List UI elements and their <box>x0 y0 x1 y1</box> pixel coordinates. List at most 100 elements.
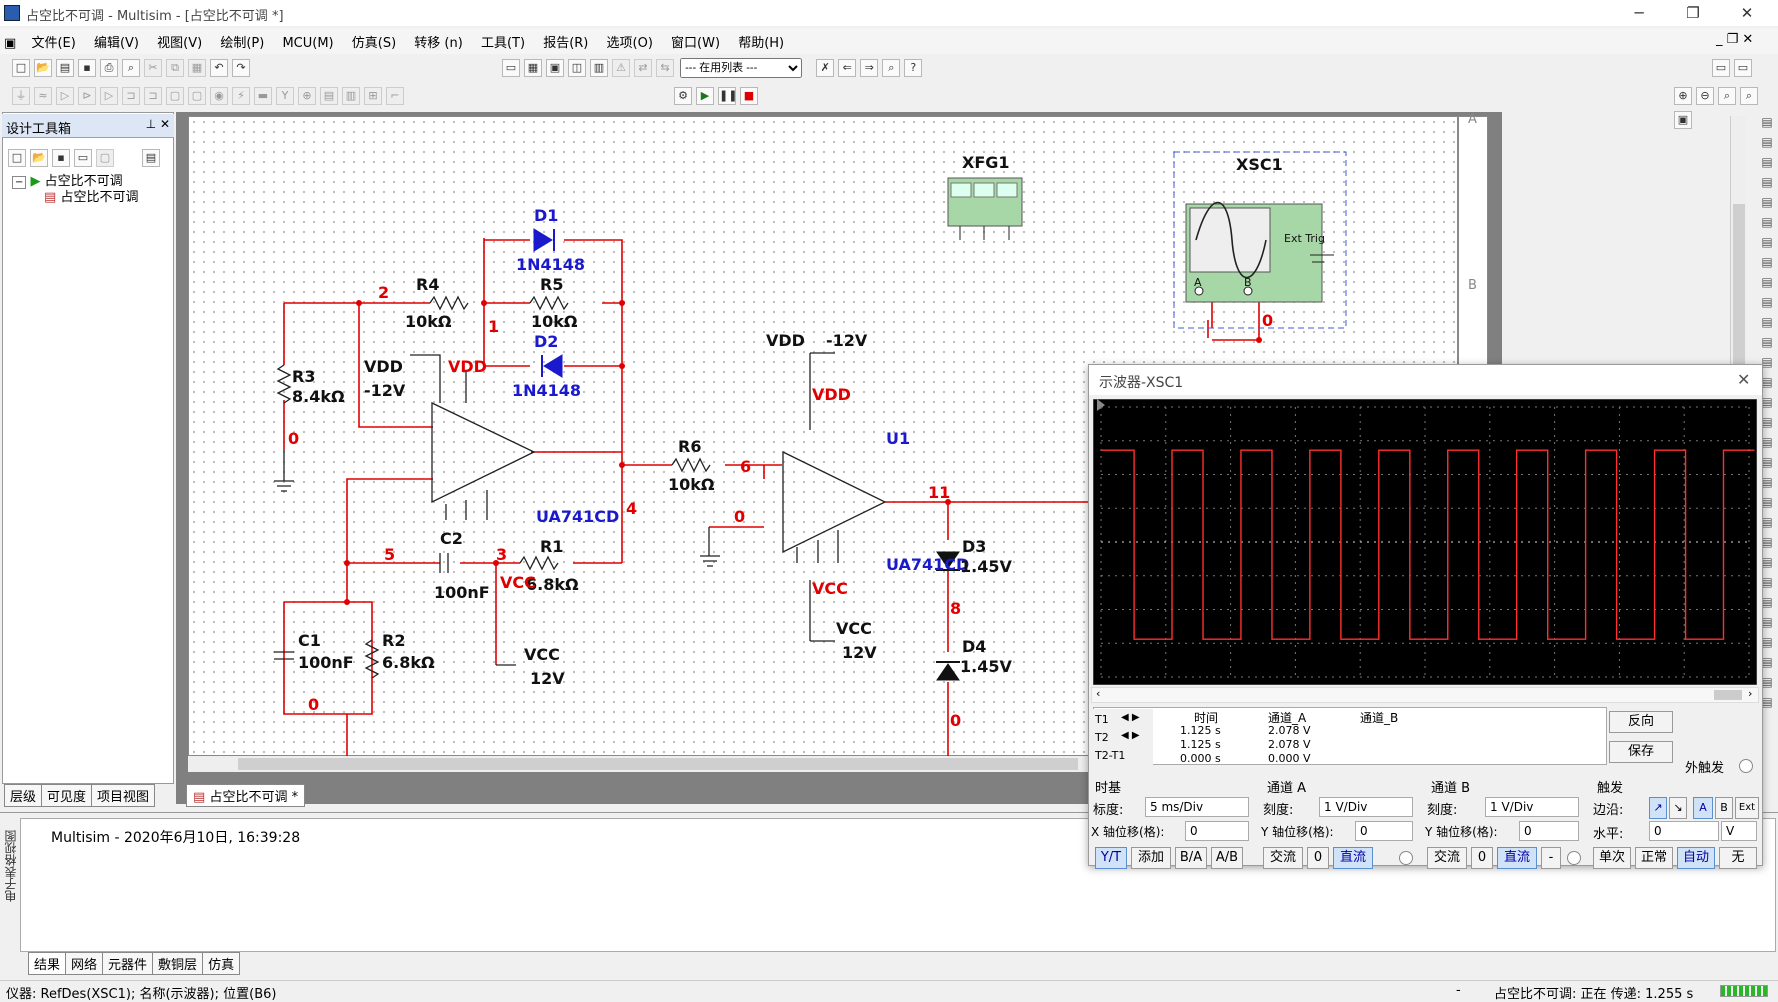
open-icon[interactable]: 📂 <box>34 59 52 77</box>
doc-icon[interactable]: ▣ <box>4 36 17 51</box>
channel-a-ac-button[interactable]: 交流 <box>1263 847 1303 869</box>
timebase-scale-input[interactable] <box>1145 797 1249 817</box>
transistor-icon[interactable]: ⊳ <box>78 87 96 105</box>
copy-icon[interactable]: ⧉ <box>166 59 184 77</box>
close-design-icon[interactable]: ▭ <box>74 149 92 167</box>
horizontal-scrollbar[interactable] <box>188 756 1088 772</box>
open-sample-icon[interactable]: ▤ <box>56 59 74 77</box>
layout-icon[interactable]: ▭ <box>1712 59 1730 77</box>
erc-icon[interactable]: ⚠ <box>612 59 630 77</box>
oscilloscope-xsc1[interactable] <box>1173 151 1347 329</box>
undo-icon[interactable]: ↶ <box>210 59 228 77</box>
analog-icon[interactable]: ▷ <box>100 87 118 105</box>
trigger-level-input[interactable] <box>1649 821 1719 841</box>
transfer-icon[interactable]: ⇒ <box>860 59 879 77</box>
probe-icon[interactable]: ✗ <box>816 59 835 77</box>
rf-icon[interactable]: ⊕ <box>298 87 316 105</box>
source-icon[interactable]: ⏚ <box>12 87 30 105</box>
channel-a-dc-button[interactable]: 直流 <box>1333 847 1373 869</box>
tab-results[interactable]: 结果 <box>28 952 67 975</box>
menu-help[interactable]: 帮助(H) <box>738 36 785 51</box>
cursor-t1-marker[interactable] <box>1097 399 1105 411</box>
rising-edge-icon[interactable]: ↗ <box>1649 797 1667 819</box>
trigger-level-unit[interactable] <box>1721 821 1757 841</box>
indicator-icon[interactable]: ◉ <box>210 87 228 105</box>
scroll-left-icon[interactable]: ‹ <box>1096 687 1101 700</box>
trigger-source-b[interactable]: B <box>1715 797 1733 819</box>
channel-b-invert-button[interactable]: - <box>1541 847 1561 869</box>
minimize-icon[interactable]: ─ <box>1634 4 1644 22</box>
mode-ba-button[interactable]: B/A <box>1175 847 1207 869</box>
in-use-list-select[interactable]: --- 在用列表 --- <box>680 58 803 78</box>
scroll-right-icon[interactable]: › <box>1748 687 1753 700</box>
menu-transfer[interactable]: 转移 (n) <box>414 36 463 51</box>
close-icon[interactable]: ✕ <box>1740 4 1754 22</box>
menu-tools[interactable]: 工具(T) <box>480 36 526 51</box>
tree-root-item[interactable]: − ▶ 占空比不可调 <box>12 170 123 189</box>
restore-icon[interactable]: ❐ <box>1686 4 1700 22</box>
help-icon[interactable]: ? <box>904 59 923 77</box>
zoom-in-icon[interactable]: ⊕ <box>1674 87 1692 105</box>
channel-b-zero-button[interactable]: 0 <box>1471 847 1493 869</box>
falling-edge-icon[interactable]: ↘ <box>1669 797 1687 819</box>
channel-b-ypos-input[interactable] <box>1519 821 1579 841</box>
menu-window[interactable]: 窗口(W) <box>671 36 721 51</box>
tab-copper[interactable]: 敷铜层 <box>152 952 204 975</box>
channel-a-radio[interactable] <box>1399 851 1413 865</box>
database-icon[interactable]: ▣ <box>546 59 564 77</box>
osc-scrollbar[interactable]: ‹ › <box>1091 687 1759 703</box>
find-icon[interactable]: ⌕ <box>882 59 901 77</box>
rename-icon[interactable]: ▢ <box>96 149 114 167</box>
save-icon[interactable]: ▪ <box>78 59 96 77</box>
diode-icon[interactable]: ▷ <box>56 87 74 105</box>
channel-b-scale-input[interactable] <box>1485 797 1579 817</box>
cmos-icon[interactable]: ⊐ <box>144 87 162 105</box>
electromech-icon[interactable]: ▤ <box>320 87 338 105</box>
cut-icon[interactable]: ✂ <box>144 59 162 77</box>
mdi-controls[interactable]: _ ❐ ✕ <box>1716 32 1754 47</box>
layout-icon-2[interactable]: ▭ <box>1734 59 1752 77</box>
print-icon[interactable]: ⎙ <box>100 59 118 77</box>
doc-tab[interactable]: ▤ 占空比不可调 * <box>186 784 306 807</box>
tab-project-view[interactable]: 项目视图 <box>91 784 156 807</box>
h-scroll-thumb[interactable] <box>238 758 1078 770</box>
basic-icon[interactable]: ≈ <box>34 87 52 105</box>
menu-simulate[interactable]: 仿真(S) <box>351 36 397 51</box>
bus-icon[interactable]: ⌐ <box>386 87 404 105</box>
menu-view[interactable]: 视图(V) <box>157 36 203 51</box>
osc-close-icon[interactable]: ✕ <box>1737 370 1751 389</box>
zoom-out-icon[interactable]: ⊖ <box>1696 87 1714 105</box>
run-icon[interactable]: ▶ <box>696 87 714 105</box>
save-design-icon[interactable]: ▪ <box>52 149 70 167</box>
hierarchical-icon[interactable]: ⊞ <box>364 87 382 105</box>
trigger-auto-button[interactable]: 自动 <box>1677 847 1715 869</box>
mode-add-button[interactable]: 添加 <box>1131 847 1171 869</box>
tab-hierarchy[interactable]: 层级 <box>4 784 43 807</box>
sim-settings-icon[interactable]: ⚙ <box>674 87 692 105</box>
misc-icon[interactable]: ▬ <box>254 87 272 105</box>
trigger-source-ext[interactable]: Ext <box>1735 797 1759 819</box>
toolbox-icon[interactable]: ▭ <box>502 59 520 77</box>
collapse-icon[interactable]: − <box>12 176 27 189</box>
zoom-area-icon[interactable]: ⌕ <box>1718 87 1736 105</box>
stop-icon[interactable]: ■ <box>740 87 758 105</box>
menu-place[interactable]: 绘制(P) <box>220 36 265 51</box>
channel-a-zero-button[interactable]: 0 <box>1307 847 1329 869</box>
postprocessor-icon[interactable]: ▥ <box>590 59 608 77</box>
print-preview-icon[interactable]: ⌕ <box>122 59 140 77</box>
back-annotate-icon[interactable]: ⇐ <box>838 59 857 77</box>
mcu-icon[interactable]: ▥ <box>342 87 360 105</box>
tab-simulation[interactable]: 仿真 <box>202 952 241 975</box>
osc-screen[interactable] <box>1093 399 1757 685</box>
channel-b-ac-button[interactable]: 交流 <box>1427 847 1467 869</box>
menu-file[interactable]: 文件(E) <box>31 36 76 51</box>
trigger-none-button[interactable]: 无 <box>1719 847 1757 869</box>
channel-a-ypos-input[interactable] <box>1355 821 1413 841</box>
menu-mcu[interactable]: MCU(M) <box>282 36 334 51</box>
tab-components[interactable]: 元器件 <box>102 952 154 975</box>
new-design-icon[interactable]: □ <box>8 149 26 167</box>
trigger-single-button[interactable]: 单次 <box>1593 847 1631 869</box>
trigger-source-a[interactable]: A <box>1693 797 1713 819</box>
mode-ab-button[interactable]: A/B <box>1211 847 1243 869</box>
pause-icon[interactable]: ❚❚ <box>718 87 737 105</box>
